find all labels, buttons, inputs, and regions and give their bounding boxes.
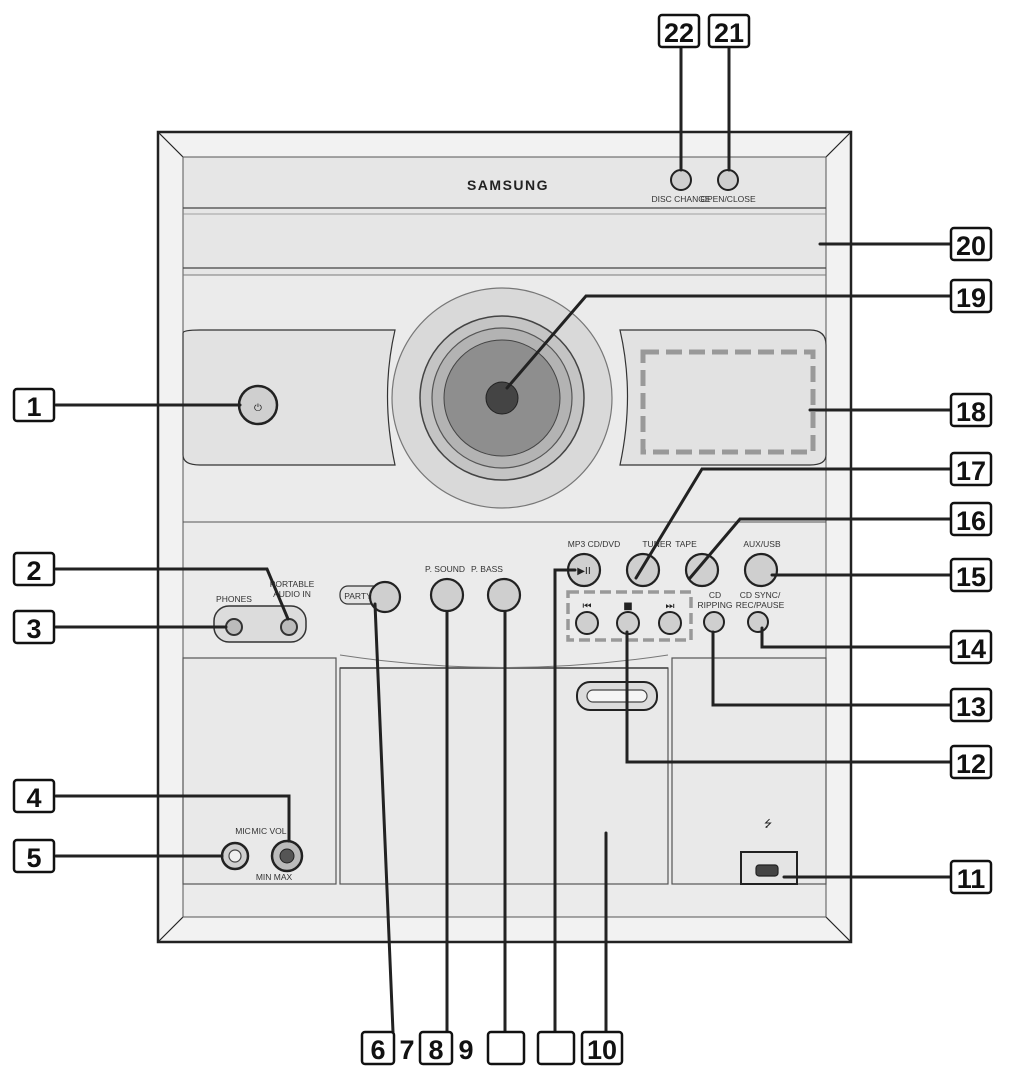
brand-logo: SAMSUNG	[467, 177, 549, 193]
stop-icon: ■	[623, 601, 632, 612]
skip-back-icon: ⏮	[583, 601, 592, 612]
svg-text:16: 16	[956, 506, 986, 536]
svg-text:10: 10	[587, 1035, 617, 1065]
callout-22: 22	[657, 13, 701, 49]
svg-text:3: 3	[26, 614, 41, 644]
callout-3: 3	[12, 609, 56, 645]
aux-usb-label: AUX/USB	[743, 539, 781, 549]
callout-11: 11	[949, 859, 993, 895]
skip-forward-icon: ⏭	[666, 601, 675, 612]
stop-button[interactable]	[616, 611, 640, 635]
svg-text:14: 14	[956, 634, 986, 664]
play-pause-icon: ▶II	[577, 566, 591, 577]
usb-icon: ⭍	[764, 818, 772, 830]
display-window	[640, 349, 816, 455]
svg-text:5: 5	[26, 843, 41, 873]
transport-group-frame	[566, 590, 693, 642]
callout-9: 9	[458, 1035, 473, 1065]
mic-jack-hole	[228, 849, 242, 863]
svg-text:1: 1	[26, 392, 41, 422]
p-bass-button[interactable]	[486, 577, 522, 613]
callout-7: 7	[399, 1035, 414, 1065]
svg-text:6: 6	[370, 1035, 385, 1065]
svg-text:4: 4	[26, 783, 41, 813]
party-label: PARTY	[344, 591, 372, 601]
callout-12: 12	[949, 744, 993, 780]
callout-20: 20	[949, 226, 993, 262]
aux-usb-button[interactable]	[743, 552, 779, 588]
p-sound-button[interactable]	[429, 577, 465, 613]
svg-text:11: 11	[957, 864, 986, 894]
party-button[interactable]	[368, 580, 402, 614]
display-band	[182, 329, 827, 523]
callout-16: 16	[949, 501, 993, 537]
callout-4: 4	[12, 778, 56, 814]
cassette-door-handle[interactable]	[576, 681, 658, 711]
callout-13: 13	[949, 687, 993, 723]
svg-text:13: 13	[956, 692, 986, 722]
svg-text:17: 17	[956, 456, 986, 486]
callout-21: 21	[707, 13, 751, 49]
svg-text:2: 2	[26, 556, 41, 586]
mic-volume-scale-label: MIN MAX	[256, 872, 293, 882]
tape-button[interactable]	[684, 552, 720, 588]
callout-19: 19	[949, 278, 993, 314]
svg-text:18: 18	[956, 397, 986, 427]
svg-text:22: 22	[664, 18, 694, 48]
cd-sync-rec-pause-button[interactable]	[747, 611, 769, 633]
skip-forward-button[interactable]	[658, 611, 682, 635]
callout-empty-1	[486, 1030, 526, 1066]
mic-volume-knob-center	[279, 848, 295, 864]
open-close-button[interactable]	[717, 169, 739, 191]
mic-vol-label: MIC VOL	[252, 826, 287, 836]
callout-1: 1	[12, 387, 56, 423]
skip-back-button[interactable]	[575, 611, 599, 635]
p-sound-label: P. SOUND	[425, 564, 465, 574]
volume-knob[interactable]	[391, 287, 613, 509]
cd-ripping-label-line2: RIPPING	[698, 600, 733, 610]
svg-text:21: 21	[714, 18, 744, 48]
tape-label: TAPE	[675, 539, 697, 549]
callout-10: 10	[580, 1030, 624, 1066]
mp3-cd-dvd-label: MP3 CD/DVD	[568, 539, 620, 549]
svg-text:8: 8	[428, 1035, 443, 1065]
cd-ripping-label-line1: CD	[709, 590, 721, 600]
leader-lines	[54, 44, 953, 1034]
callout-6: 6	[360, 1030, 396, 1066]
p-bass-label: P. BASS	[471, 564, 503, 574]
phones-jack[interactable]	[225, 618, 243, 636]
callouts: 22 21 20 19 18 17 16 15 14 13 12 11 1 2 …	[12, 13, 993, 1066]
cd-sync-label-line1: CD SYNC/	[740, 590, 781, 600]
open-close-label: OPEN/CLOSE	[700, 194, 756, 204]
cd-sync-label-line2: REC/PAUSE	[736, 600, 785, 610]
disc-change-button[interactable]	[670, 169, 692, 191]
mic-label: MIC	[235, 826, 251, 836]
callout-5: 5	[12, 838, 56, 874]
portable-audio-in-jack[interactable]	[280, 618, 298, 636]
usb-port[interactable]	[755, 864, 779, 877]
callout-17: 17	[949, 451, 993, 487]
callout-15: 15	[949, 557, 993, 593]
tuner-button[interactable]	[625, 552, 661, 588]
svg-text:19: 19	[956, 283, 986, 313]
callout-18: 18	[949, 392, 993, 428]
callout-8: 8	[418, 1030, 454, 1066]
svg-text:20: 20	[956, 231, 986, 261]
callout-2: 2	[12, 551, 56, 587]
disc-change-label: DISC CHANGE	[651, 194, 710, 204]
callout-14: 14	[949, 629, 993, 665]
power-icon: ⏻	[254, 403, 262, 414]
cd-ripping-button[interactable]	[703, 611, 725, 633]
phones-label: PHONES	[216, 594, 252, 604]
callout-empty-2	[536, 1030, 576, 1066]
power-button[interactable]: ⏻	[237, 384, 279, 426]
portable-label-line1: PORTABLE	[270, 579, 315, 589]
svg-text:12: 12	[956, 749, 986, 779]
svg-text:15: 15	[956, 562, 986, 592]
portable-label-line2: AUDIO IN	[273, 589, 311, 599]
